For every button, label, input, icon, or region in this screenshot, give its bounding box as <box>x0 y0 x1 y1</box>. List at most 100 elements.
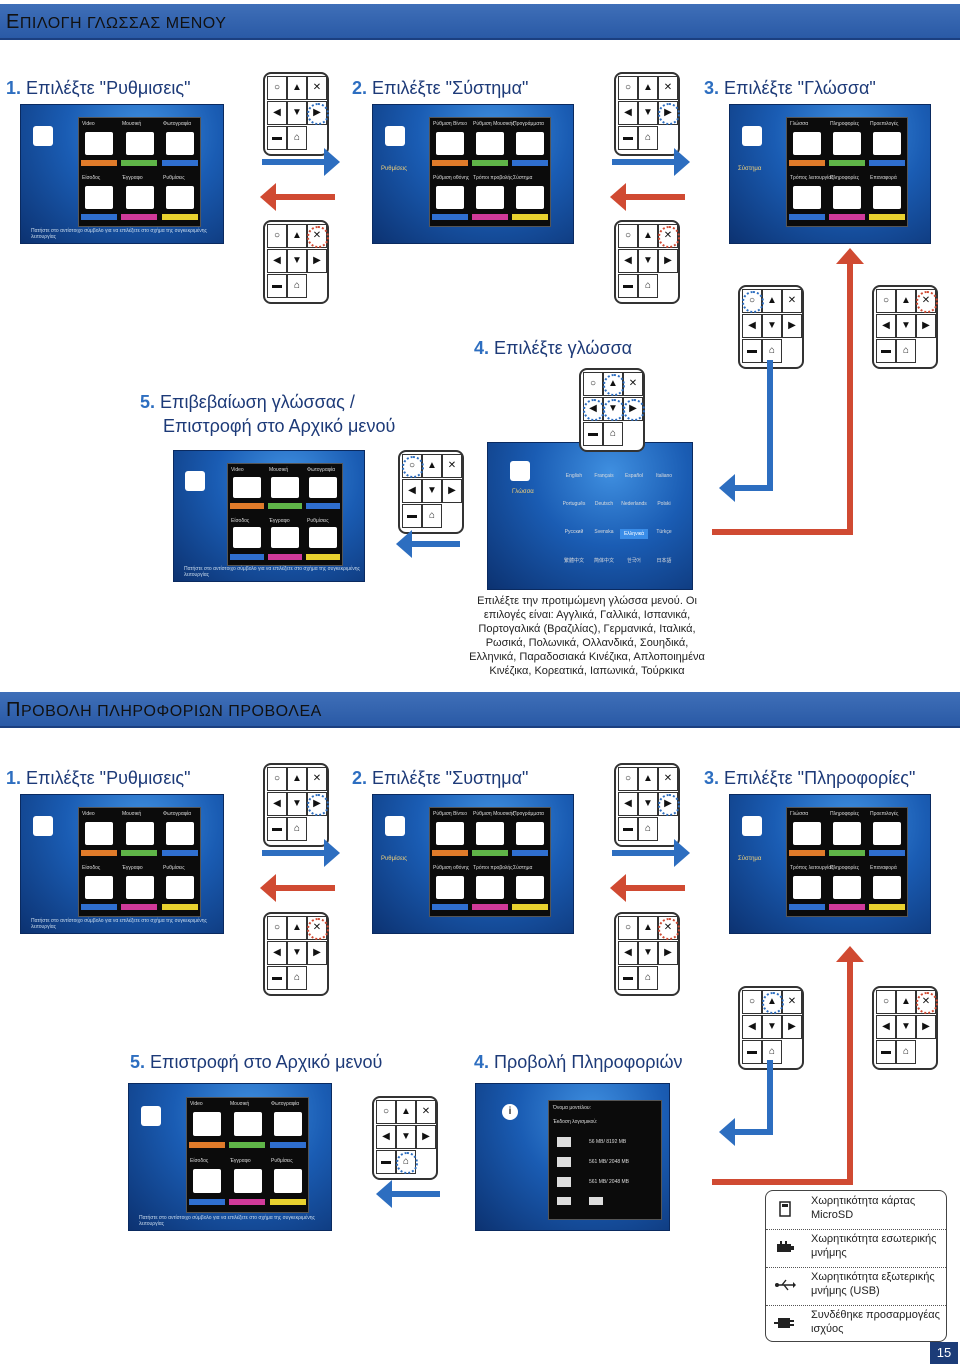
menu-item-icon[interactable] <box>873 876 901 899</box>
menu-item-icon[interactable] <box>516 876 544 899</box>
keypad-key[interactable]: ◀ <box>876 314 896 338</box>
keypad-key[interactable]: ○ <box>876 289 896 313</box>
keypad-key[interactable]: ⌂ <box>762 339 782 363</box>
menu-item-icon[interactable] <box>233 477 261 498</box>
menu-item-icon[interactable] <box>234 1169 262 1193</box>
keypad-key[interactable]: ▬ <box>267 966 287 990</box>
keypad-key[interactable]: ▼ <box>638 101 658 125</box>
language-option[interactable]: 繁體中文 <box>563 558 584 564</box>
keypad-key[interactable]: ○ <box>742 990 762 1014</box>
keypad-key[interactable]: ○ <box>583 372 603 396</box>
keypad-key[interactable]: ○ <box>267 224 287 248</box>
keypad-key[interactable]: ⌂ <box>287 126 307 150</box>
keypad-key[interactable]: ◀ <box>618 249 638 273</box>
menu-item-icon[interactable] <box>274 1112 302 1136</box>
keypad-key[interactable]: ▬ <box>618 274 638 298</box>
keypad-key[interactable]: ⌂ <box>762 1040 782 1064</box>
keypad-key[interactable]: ▬ <box>267 126 287 150</box>
language-option[interactable]: Español <box>624 473 644 479</box>
keypad-key[interactable]: ▶ <box>307 941 327 965</box>
keypad-key[interactable]: ▲ <box>896 289 916 313</box>
menu-item-icon[interactable] <box>271 527 299 548</box>
language-option[interactable]: Русский <box>564 529 584 535</box>
menu-item-icon[interactable] <box>873 186 901 209</box>
keypad-key[interactable]: ▲ <box>896 990 916 1014</box>
keypad-key[interactable]: ◀ <box>876 1015 896 1039</box>
keypad-key[interactable]: ▲ <box>638 916 658 940</box>
menu-item-icon[interactable] <box>873 132 901 155</box>
keypad-key[interactable]: ○ <box>618 767 638 791</box>
keypad-key[interactable]: ○ <box>876 990 896 1014</box>
keypad-key[interactable]: ✕ <box>782 990 802 1014</box>
keypad-key[interactable]: ⌂ <box>638 274 658 298</box>
keypad-key[interactable]: ◀ <box>267 249 287 273</box>
language-option[interactable]: Nederlands <box>621 501 647 507</box>
keypad-key[interactable]: ◀ <box>376 1125 396 1149</box>
keypad-key[interactable]: ▶ <box>916 314 936 338</box>
menu-item-icon[interactable] <box>309 527 337 548</box>
keypad-key[interactable]: ▼ <box>422 479 442 503</box>
keypad-key[interactable]: ○ <box>267 76 287 100</box>
language-option[interactable]: 한국어 <box>627 558 641 564</box>
menu-item-icon[interactable] <box>193 1112 221 1136</box>
keypad-key[interactable]: ◀ <box>618 101 638 125</box>
keypad-key[interactable]: ◀ <box>742 314 762 338</box>
keypad-key[interactable]: ○ <box>376 1100 396 1124</box>
menu-item-icon[interactable] <box>85 876 113 899</box>
menu-item-icon[interactable] <box>234 1112 262 1136</box>
keypad-key[interactable]: ▬ <box>742 339 762 363</box>
keypad-key[interactable]: ▲ <box>287 76 307 100</box>
keypad-key[interactable]: ▼ <box>638 249 658 273</box>
menu-item-icon[interactable] <box>476 132 504 155</box>
menu-item-icon[interactable] <box>833 876 861 899</box>
menu-item-icon[interactable] <box>793 132 821 155</box>
keypad-key[interactable]: ⌂ <box>638 126 658 150</box>
language-option[interactable]: Türkçe <box>656 529 672 535</box>
keypad-key[interactable]: ▶ <box>658 941 678 965</box>
keypad-key[interactable]: ⌂ <box>287 817 307 841</box>
menu-item-icon[interactable] <box>166 822 194 845</box>
menu-item-icon[interactable] <box>166 186 194 209</box>
menu-item-icon[interactable] <box>271 477 299 498</box>
menu-item-icon[interactable] <box>833 132 861 155</box>
keypad-key[interactable]: ◀ <box>267 941 287 965</box>
menu-item-icon[interactable] <box>166 876 194 899</box>
keypad-key[interactable]: ▼ <box>762 1015 782 1039</box>
keypad-key[interactable]: ▼ <box>396 1125 416 1149</box>
menu-item-icon[interactable] <box>516 186 544 209</box>
keypad-key[interactable]: ○ <box>267 916 287 940</box>
keypad-key[interactable]: ✕ <box>782 289 802 313</box>
keypad-key[interactable]: ▲ <box>422 454 442 478</box>
keypad-key[interactable]: ▼ <box>287 249 307 273</box>
menu-item-icon[interactable] <box>516 132 544 155</box>
keypad-key[interactable]: ▼ <box>762 314 782 338</box>
keypad-key[interactable]: ▼ <box>287 941 307 965</box>
keypad-key[interactable]: ▼ <box>896 1015 916 1039</box>
keypad-key[interactable]: ▲ <box>762 289 782 313</box>
menu-item-icon[interactable] <box>436 876 464 899</box>
keypad-key[interactable]: ▬ <box>618 966 638 990</box>
keypad-key[interactable]: ✕ <box>623 372 643 396</box>
language-option[interactable]: Svenska <box>594 529 614 535</box>
keypad-key[interactable]: ▬ <box>876 339 896 363</box>
keypad-key[interactable]: ⌂ <box>422 504 442 528</box>
menu-item-icon[interactable] <box>873 822 901 845</box>
keypad-key[interactable]: ⌂ <box>638 817 658 841</box>
keypad-key[interactable]: ▲ <box>638 76 658 100</box>
keypad-key[interactable]: ✕ <box>442 454 462 478</box>
keypad-key[interactable]: ▬ <box>876 1040 896 1064</box>
keypad-key[interactable]: ✕ <box>658 767 678 791</box>
menu-item-icon[interactable] <box>126 822 154 845</box>
keypad-key[interactable]: ▬ <box>267 274 287 298</box>
keypad-key[interactable]: ◀ <box>402 479 422 503</box>
keypad-key[interactable]: ▼ <box>287 101 307 125</box>
language-option[interactable]: Ελληνικά <box>620 529 648 539</box>
menu-item-icon[interactable] <box>274 1169 302 1193</box>
menu-item-icon[interactable] <box>476 822 504 845</box>
menu-item-icon[interactable] <box>85 186 113 209</box>
keypad-key[interactable]: ◀ <box>742 1015 762 1039</box>
keypad-key[interactable]: ⌂ <box>287 966 307 990</box>
keypad-key[interactable]: ○ <box>618 76 638 100</box>
menu-item-icon[interactable] <box>126 186 154 209</box>
keypad-key[interactable]: ◀ <box>267 792 287 816</box>
